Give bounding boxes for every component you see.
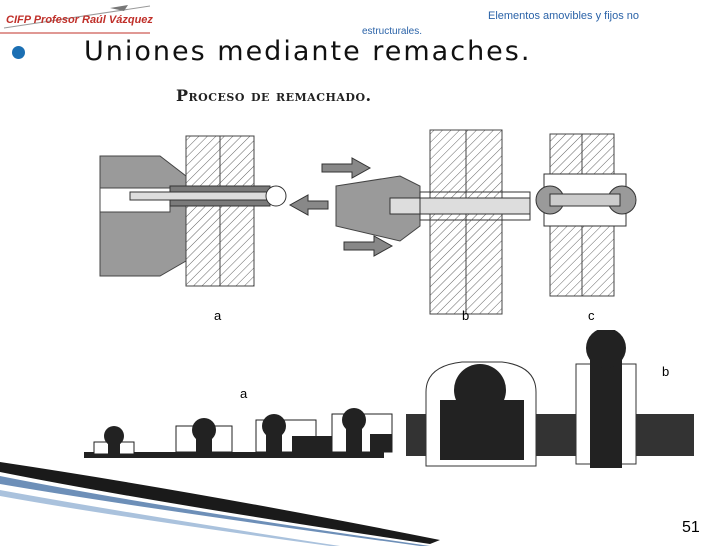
slide-subtitle: Proceso de remachado.	[176, 86, 372, 105]
logo-text: CIFP Profesor Raúl Vázquez	[6, 14, 153, 26]
panel-b-drawing	[288, 129, 531, 315]
sequence-a-drawing	[84, 408, 393, 458]
logo-graphic	[0, 0, 156, 36]
panel-a-drawing	[99, 135, 287, 287]
page-number: 51	[682, 519, 700, 536]
bottom-figure-label-b: b	[662, 364, 670, 379]
top-figure-label-c: c	[588, 308, 595, 323]
top-figure-label-b: b	[462, 308, 470, 323]
logo: CIFP Profesor Raúl Vázquez	[0, 0, 156, 36]
decorative-swoosh	[0, 462, 440, 546]
doc-title-line2: estructurales.	[362, 26, 423, 37]
panel-c-drawing	[535, 133, 637, 297]
top-figure-label-a: a	[214, 308, 222, 323]
bullet-icon	[12, 46, 25, 59]
bottom-figure-label-a: a	[240, 386, 248, 401]
rivet-sequence-figure	[84, 330, 694, 468]
sequence-b-drawing	[406, 330, 694, 468]
riveting-process-figure	[99, 129, 637, 315]
slide-title: Uniones mediante remaches.	[84, 36, 532, 67]
doc-title-line1: Elementos amovibles y fijos no	[488, 10, 640, 22]
